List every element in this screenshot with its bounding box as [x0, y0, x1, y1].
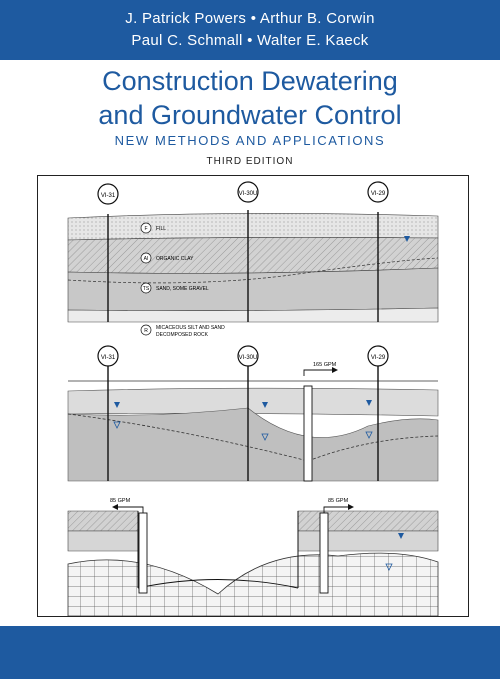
legend-code-fill: F: [144, 226, 147, 232]
water-level-marker: [404, 236, 410, 242]
edition-label: THIRD EDITION: [206, 156, 294, 167]
well-label-vi29: VI-29: [371, 191, 386, 197]
author-line-1: J. Patrick Powers • Arthur B. Corwin: [125, 10, 375, 27]
legend-text-rock-1: MICACEOUS SILT AND SAND: [156, 325, 225, 331]
pump-rate-label-center: 165 GPM: [313, 362, 337, 368]
legend-code-rock: R: [144, 328, 148, 334]
cover-illustration-frame: VI-31 VI-30U VI-29 F FILL AI ORGANIC CLA…: [37, 175, 469, 617]
title-line-1: Construction Dewatering: [102, 66, 398, 96]
book-title: Construction Dewatering and Groundwater …: [0, 64, 500, 132]
dewatering-cross-section-illustration: VI-31 VI-30U VI-29 F FILL AI ORGANIC CLA…: [67, 181, 439, 617]
legend-text-sand-gravel: SAND, SOME GRAVEL: [156, 286, 209, 292]
well-label-vi31: VI-31: [101, 193, 116, 199]
soil-profile-panel: VI-31 VI-30U VI-29 F FILL AI ORGANIC CLA…: [67, 181, 439, 338]
well-label-vi29-mid: VI-29: [371, 355, 386, 361]
author-list: J. Patrick Powers • Arthur B. Corwin Pau…: [0, 8, 500, 52]
well-marker-vi30u: [237, 181, 259, 203]
drawdown-panel: VI-31 VI-30U VI-29 165 GPM: [67, 345, 439, 482]
well-marker-vi31: [97, 183, 119, 205]
well-marker-vi29: [367, 181, 389, 203]
author-line-2: Paul C. Schmall • Walter E. Kaeck: [131, 32, 369, 49]
book-subtitle: NEW METHODS AND APPLICATIONS: [114, 133, 386, 148]
bottom-banner: [0, 626, 500, 679]
well-label-vi31-mid: VI-31: [101, 355, 116, 361]
legend-code-organic-clay: AI: [144, 256, 149, 262]
legend-text-rock-2: DECOMPOSED ROCK: [156, 332, 209, 338]
excavation-panel: 85 GPM 85 GPM: [67, 498, 439, 617]
well-label-vi30u: VI-30U: [239, 191, 258, 197]
pump-rate-label-left: 85 GPM: [110, 498, 131, 504]
pump-rate-label-right: 85 GPM: [328, 498, 349, 504]
legend-text-organic-clay: ORGANIC CLAY: [156, 256, 194, 262]
title-line-2: and Groundwater Control: [98, 100, 402, 130]
author-banner: [0, 0, 500, 60]
legend-text-fill: FILL: [156, 226, 166, 232]
legend-code-sand-gravel: TS: [143, 286, 150, 292]
well-label-vi30u-mid: VI-30U: [239, 355, 258, 361]
